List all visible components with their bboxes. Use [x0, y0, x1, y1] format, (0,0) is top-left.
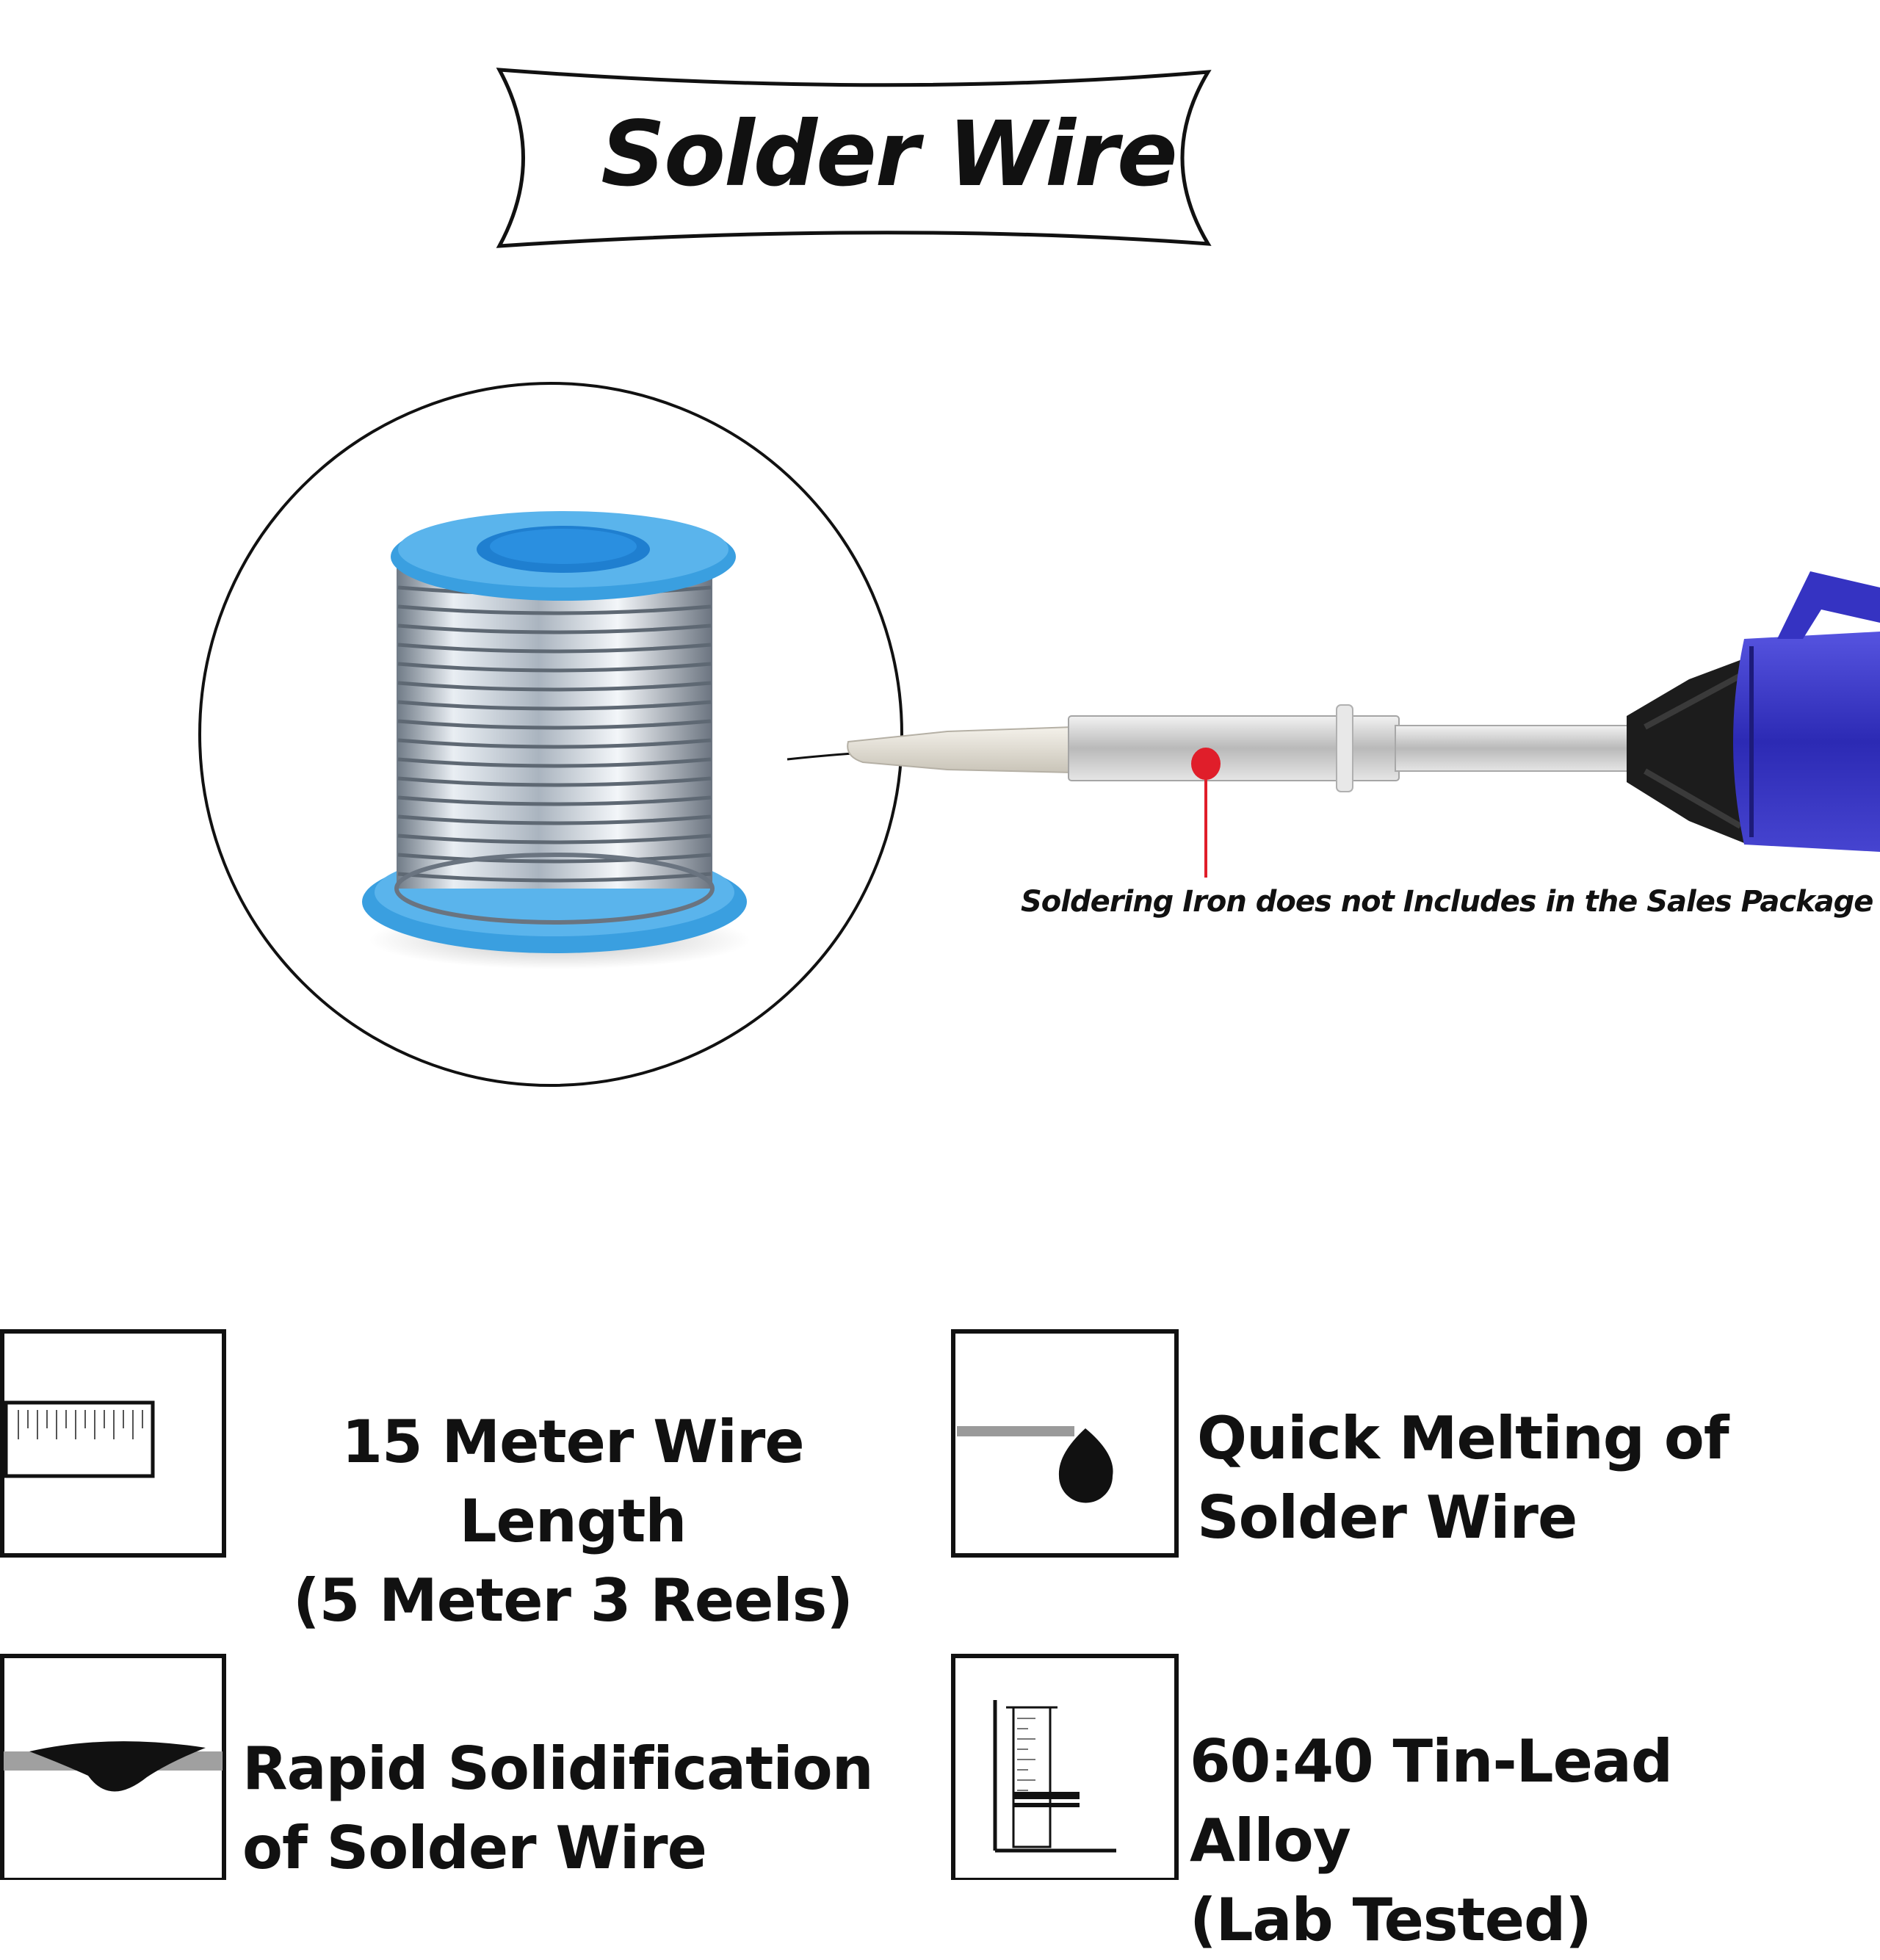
iron-handle-loop: [1777, 571, 1880, 639]
reel-frame-circle: [198, 382, 903, 1087]
solidification-icon: [0, 1654, 226, 1880]
melting-drop-icon: [951, 1329, 1179, 1558]
product-illustration: [0, 68, 1880, 1880]
iron-handle: [1733, 632, 1880, 852]
page-title: Solder Wire: [601, 102, 1178, 206]
ruler-icon: [0, 1329, 226, 1558]
soldering-iron: [847, 571, 1880, 852]
solder-reel: [362, 511, 751, 969]
iron-tip: [847, 726, 1073, 774]
disclaimer-text: Soldering Iron does not Includes in the …: [1021, 885, 1873, 919]
title-banner: [496, 68, 1212, 248]
feature-rapid-solidification: Rapid Solidification of Solder Wire: [242, 1735, 874, 1882]
marker-dot: [1191, 748, 1221, 780]
feature-wire-length: 15 Meter Wire Length (5 Meter 3 Reels): [293, 1408, 853, 1635]
iron-collar: [1627, 657, 1748, 845]
iron-shaft: [1395, 725, 1638, 772]
lab-beaker-icon: [951, 1654, 1179, 1880]
feature-quick-melting: Quick Melting of Solder Wire: [1197, 1404, 1729, 1552]
feature-tin-lead-alloy: 60:40 Tin-Lead Alloy (Lab Tested): [1190, 1727, 1673, 1954]
